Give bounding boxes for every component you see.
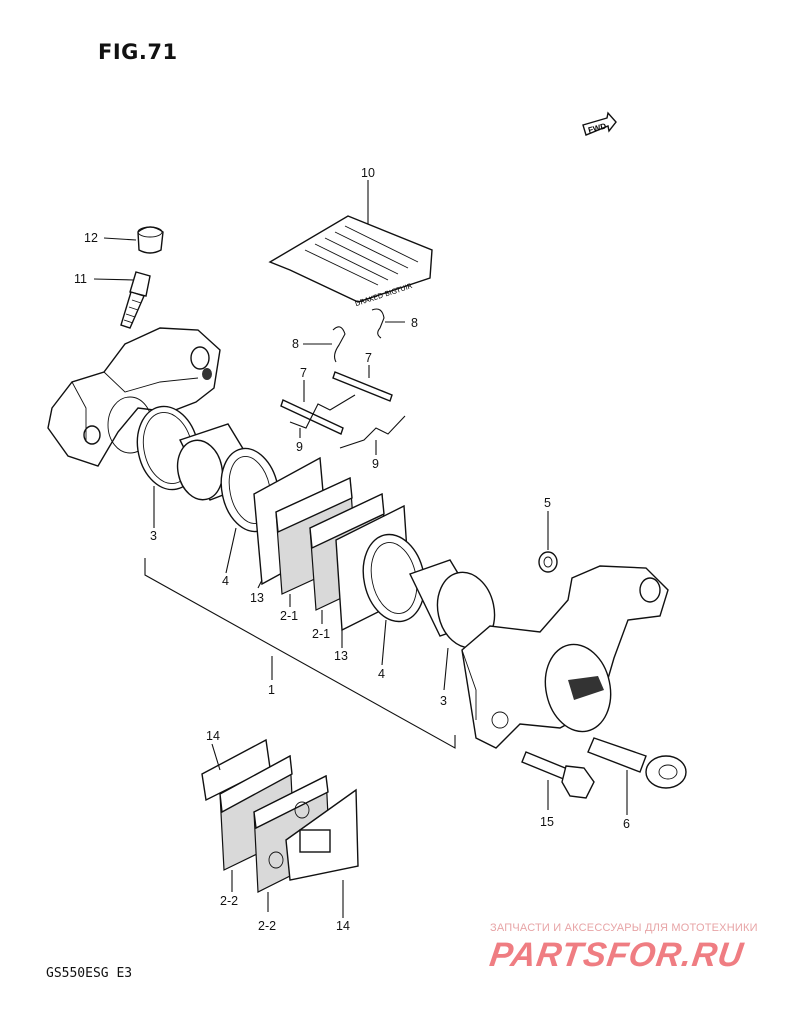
label-9b: 9 xyxy=(372,457,379,471)
label-13a: 13 xyxy=(250,591,264,605)
pad-pin-right xyxy=(332,371,393,402)
pad-shim-bottom-right xyxy=(285,788,359,881)
label-9a: 9 xyxy=(296,440,303,454)
pad-spring-left xyxy=(289,394,356,429)
label-7b: 7 xyxy=(300,366,307,380)
washer xyxy=(538,551,558,573)
figure-title: FIG.71 xyxy=(98,40,178,64)
bleeder-cap xyxy=(137,226,164,254)
assembly-bracket xyxy=(144,558,456,749)
label-13b: 13 xyxy=(334,649,348,663)
retaining-clip-upper-left xyxy=(332,326,346,363)
piston-right xyxy=(409,559,496,649)
housing-bolt xyxy=(587,737,687,789)
label-15: 15 xyxy=(540,815,554,829)
bleeder-valve xyxy=(120,271,151,329)
label-2-1b: 2-1 xyxy=(312,627,330,641)
watermark-subtitle: ЗАПЧАСТИ И АКСЕССУАРЫ ДЛЯ МОТОТЕХНИКИ xyxy=(490,922,758,934)
label-6: 6 xyxy=(623,817,630,831)
pad-spring-right xyxy=(339,415,406,449)
label-2-2a: 2-2 xyxy=(220,894,238,908)
caliper-body-right xyxy=(461,565,669,749)
label-3a: 3 xyxy=(150,529,157,543)
label-4a: 4 xyxy=(222,574,229,588)
label-11: 11 xyxy=(74,272,87,286)
label-10: 10 xyxy=(361,166,375,180)
caliper-body-left xyxy=(47,327,221,467)
label-12: 12 xyxy=(84,231,98,245)
fwd-arrow-icon: FWD xyxy=(582,111,617,136)
label-1: 1 xyxy=(268,683,275,697)
label-7a: 7 xyxy=(365,351,372,365)
label-2-1a: 2-1 xyxy=(280,609,298,623)
label-5: 5 xyxy=(544,496,551,510)
caliper-cover: DRAKED BIGTUIR xyxy=(268,215,433,308)
label-3b: 3 xyxy=(440,694,447,708)
mounting-bolt xyxy=(521,751,595,799)
label-2-2b: 2-2 xyxy=(258,919,276,933)
label-14a: 14 xyxy=(206,729,220,743)
label-8a: 8 xyxy=(292,337,299,351)
label-4b: 4 xyxy=(378,667,385,681)
label-14b: 14 xyxy=(336,919,350,933)
retaining-clip-upper-right xyxy=(371,308,385,339)
model-code: GS550ESG E3 xyxy=(46,966,133,981)
leader-lines xyxy=(93,180,628,918)
label-8b: 8 xyxy=(411,316,418,330)
